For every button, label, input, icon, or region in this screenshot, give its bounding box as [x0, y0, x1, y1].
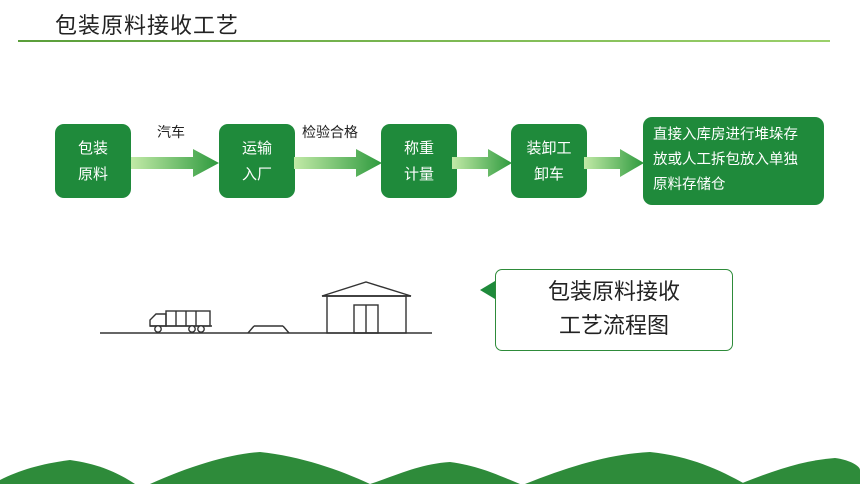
- step-label: 计量: [403, 165, 434, 183]
- step-label: 放或人工拆包放入单独: [653, 152, 798, 168]
- flow-arrow-1: [131, 149, 219, 177]
- arrow-label-truck: 汽车: [157, 125, 185, 141]
- warehouse-icon: [321, 281, 412, 334]
- step-label: 原料存储仓: [653, 177, 726, 193]
- decorative-hills: [0, 452, 860, 484]
- caption-line-2: 工艺流程图: [558, 314, 669, 339]
- step-storage: 直接入库房进行堆垛存放或人工拆包放入单独原料存储仓: [643, 117, 824, 205]
- flow-arrow-2: [294, 149, 382, 177]
- truck-icon: [149, 310, 212, 333]
- step-label: 直接入库房进行堆垛存: [653, 127, 798, 143]
- step-label: 卸车: [533, 165, 564, 183]
- title-underline: [18, 40, 830, 42]
- flow-arrow-4: [584, 149, 644, 177]
- callout-pointer: [480, 281, 495, 299]
- step-transport-entry: 运输入厂: [219, 124, 295, 198]
- step-label: 运输: [241, 139, 272, 157]
- step-label: 包装: [77, 139, 108, 157]
- step-label: 装卸工: [526, 139, 572, 157]
- arrow-label-inspection: 检验合格: [302, 125, 358, 141]
- step-weighing: 称重计量: [381, 124, 457, 198]
- step-label: 原料: [77, 165, 108, 183]
- page-title: 包装原料接收工艺: [55, 14, 240, 39]
- step-unloading: 装卸工卸车: [511, 124, 587, 198]
- step-label: 称重: [403, 139, 434, 157]
- step-label: 入厂: [241, 165, 272, 183]
- step-packaging-material: 包装原料: [55, 124, 131, 198]
- caption-line-1: 包装原料接收: [547, 280, 680, 305]
- diagram-caption-box: 包装原料接收 工艺流程图: [495, 269, 733, 351]
- flow-arrow-3: [452, 149, 512, 177]
- weighbridge-platform: [247, 325, 290, 334]
